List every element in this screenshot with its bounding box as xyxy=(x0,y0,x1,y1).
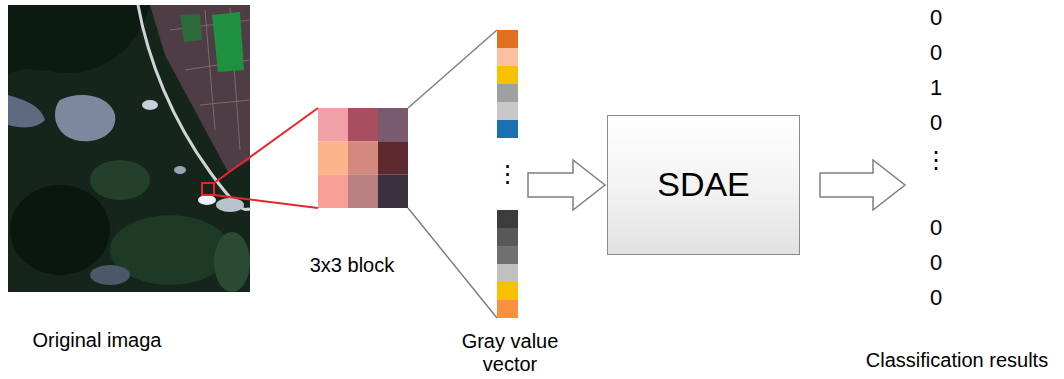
bright-spot xyxy=(198,195,216,205)
vector-caption: Gray value vector xyxy=(454,330,566,376)
dark-vegetation xyxy=(10,185,110,275)
road xyxy=(138,5,250,210)
gray-vector: ⋮Gray value vector xyxy=(497,30,518,318)
output-digit: 1 xyxy=(930,75,942,100)
built-area xyxy=(90,265,130,285)
vegetation xyxy=(214,232,250,292)
block-arrow xyxy=(820,160,905,210)
output-ellipsis: ⋮ xyxy=(924,146,948,174)
process-label: SDAE xyxy=(657,165,750,204)
vector-cell xyxy=(497,264,518,282)
green-field xyxy=(180,14,202,42)
bright-spot xyxy=(216,198,244,212)
vector-cell xyxy=(497,282,518,300)
vector-cell xyxy=(497,66,518,84)
dark-vegetation xyxy=(8,5,150,75)
vector-cell xyxy=(497,246,518,264)
block-arrow xyxy=(528,160,605,210)
vector-cell xyxy=(497,30,518,48)
pixel-cell xyxy=(378,141,408,174)
bright-spot xyxy=(142,100,158,110)
pixel-cell xyxy=(348,141,378,174)
pixel-cell xyxy=(378,108,408,141)
vector-cell xyxy=(497,48,518,66)
vector-cell xyxy=(497,84,518,102)
block-caption: 3x3 block xyxy=(310,254,395,277)
satellite-image xyxy=(8,5,250,292)
zoom-line xyxy=(408,30,497,318)
field-edge xyxy=(200,100,250,105)
output-caption: Classification results xyxy=(866,349,1048,372)
pixel-cell xyxy=(318,175,348,208)
vector-cell xyxy=(497,300,518,318)
vector-cell xyxy=(497,120,518,138)
output-digit: 0 xyxy=(930,285,942,310)
vector-cell xyxy=(497,210,518,228)
vector-ellipsis: ⋮ xyxy=(496,160,520,188)
vector-cell xyxy=(497,102,518,120)
pixel-cell xyxy=(378,175,408,208)
satellite-image: Original imaga xyxy=(8,5,250,292)
green-field xyxy=(212,12,244,72)
output-digit: 0 xyxy=(930,250,942,275)
process-box: SDAE xyxy=(607,115,800,255)
output-digit: 0 xyxy=(930,5,942,30)
pixel-cell xyxy=(348,175,378,208)
selection-square xyxy=(202,183,214,195)
output-digit: 0 xyxy=(930,110,942,135)
zoom-line xyxy=(214,108,318,208)
result-vector: 0010⋮000Classification results xyxy=(912,0,960,320)
pixel-cell xyxy=(318,108,348,141)
built-area xyxy=(55,95,115,141)
pixel-block-cells xyxy=(318,108,408,208)
pixel-block: 3x3 block xyxy=(318,108,408,208)
image-caption: Original imaga xyxy=(33,329,162,352)
output-digit: 0 xyxy=(930,215,942,240)
vector-cell xyxy=(497,228,518,246)
pixel-cell xyxy=(348,108,378,141)
vegetation xyxy=(90,160,150,200)
output-digit: 0 xyxy=(930,40,942,65)
built-area xyxy=(8,95,45,127)
pixel-cell xyxy=(318,141,348,174)
bright-spot xyxy=(174,166,186,174)
field-area xyxy=(150,5,250,172)
image-ground xyxy=(8,5,250,292)
